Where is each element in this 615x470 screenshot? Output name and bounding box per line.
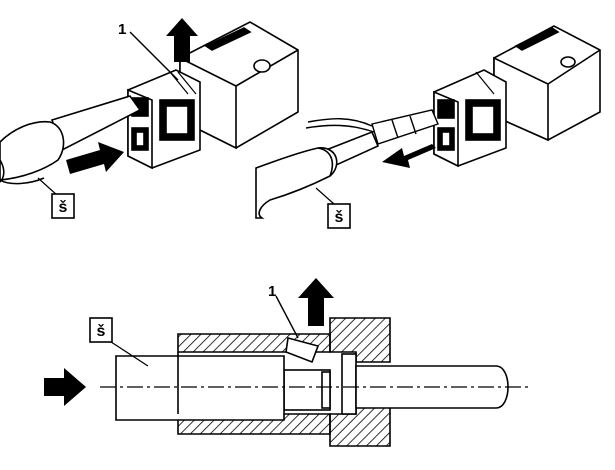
terminal-cavity xyxy=(283,353,357,415)
svg-text:š: š xyxy=(59,199,68,216)
push-direction-arrow-icon-bottom xyxy=(44,368,86,406)
terminal-removal-tool-icon-bottom: š xyxy=(89,317,113,343)
connector-terminal-face xyxy=(127,69,201,170)
panel-insert-tool: 1 š xyxy=(0,18,299,219)
removal-tool xyxy=(0,95,142,185)
removal-tool-right xyxy=(255,130,380,219)
svg-text:š: š xyxy=(97,323,106,340)
callout-1-leader xyxy=(129,31,179,81)
terminal-wire xyxy=(305,109,439,145)
svg-text:š: š xyxy=(335,209,344,226)
panel-cross-section: 1 š xyxy=(44,278,530,447)
pull-direction-arrow-icon xyxy=(382,144,436,168)
lock-release-arrow-icon xyxy=(166,18,198,62)
lock-release-arrow-icon-bottom xyxy=(298,278,334,326)
callout-1-label: 1 xyxy=(118,21,126,38)
removal-tool-shaft xyxy=(115,352,285,421)
callout-1-leader-bottom xyxy=(275,295,299,339)
terminal-removal-tool-icon: š xyxy=(51,193,75,219)
callout-1-label-bottom: 1 xyxy=(268,283,276,300)
connector-housing-right xyxy=(493,25,601,142)
panel-withdraw-tool: š xyxy=(255,25,601,229)
push-direction-arrow-icon xyxy=(66,142,124,174)
connector-terminal-face-right xyxy=(433,69,507,168)
terminal-removal-tool-icon-right: š xyxy=(327,203,351,229)
locking-tang xyxy=(285,336,320,364)
connector-body-section xyxy=(177,317,391,447)
